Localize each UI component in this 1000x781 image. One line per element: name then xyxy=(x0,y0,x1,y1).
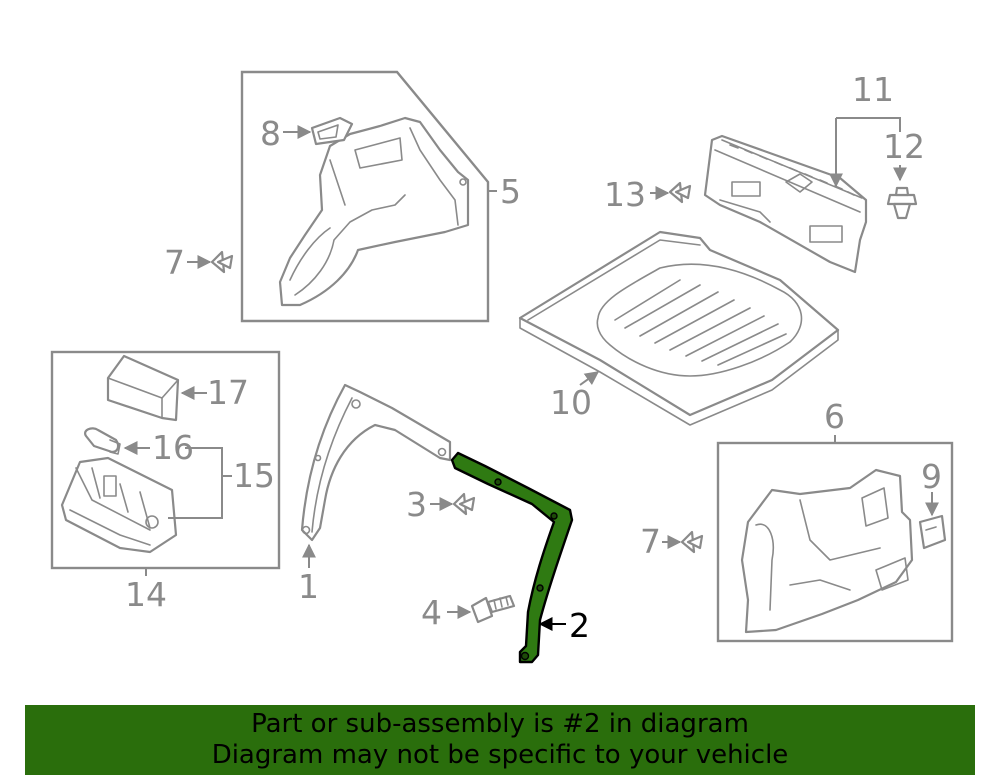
trunk-floor-mat[interactable] xyxy=(518,230,840,426)
push-pin-fastener[interactable] xyxy=(452,492,476,516)
group-box-14 xyxy=(50,350,281,570)
callout-4: 4 xyxy=(421,593,442,632)
callout-12: 12 xyxy=(883,127,925,166)
banner-line-2: Diagram may not be specific to your vehi… xyxy=(211,740,789,770)
bolt[interactable] xyxy=(470,594,516,624)
push-pin-fastener[interactable] xyxy=(680,530,704,554)
small-cover-clip[interactable] xyxy=(310,116,354,146)
lamp-housing[interactable] xyxy=(60,456,178,554)
callout-6: 6 xyxy=(824,397,845,436)
info-banner: Part or sub-assembly is #2 in diagram Di… xyxy=(25,705,975,775)
callout-7-left: 7 xyxy=(164,243,185,282)
callout-15: 15 xyxy=(233,456,275,495)
banner-line-1: Part or sub-assembly is #2 in diagram xyxy=(251,709,749,739)
callout-3: 3 xyxy=(406,485,427,524)
wheelhouse-trim[interactable] xyxy=(300,383,452,542)
callout-1: 1 xyxy=(298,567,319,606)
callout-5: 5 xyxy=(500,172,521,211)
callout-7-right: 7 xyxy=(640,522,661,561)
callout-13: 13 xyxy=(604,175,646,214)
retainer-clip[interactable] xyxy=(886,186,918,220)
callout-10: 10 xyxy=(550,383,592,422)
push-pin-fastener[interactable] xyxy=(210,250,234,274)
callout-2: 2 xyxy=(569,606,590,645)
lamp-bulb[interactable] xyxy=(84,427,121,455)
callout-17: 17 xyxy=(207,373,249,412)
callout-8: 8 xyxy=(260,114,281,153)
push-pin-fastener[interactable] xyxy=(668,181,692,204)
callout-9: 9 xyxy=(921,457,942,496)
quarter-trim-panel[interactable] xyxy=(278,116,470,307)
lamp-cover[interactable] xyxy=(106,354,180,422)
lower-quarter-trim[interactable] xyxy=(740,468,914,634)
callout-14: 14 xyxy=(125,575,167,614)
callout-11: 11 xyxy=(852,70,894,109)
group-box-5 xyxy=(240,70,490,323)
rear-panel-trim[interactable] xyxy=(703,134,868,274)
highlighted-part-2[interactable] xyxy=(450,451,574,664)
trim-clip[interactable] xyxy=(918,514,947,550)
callout-16: 16 xyxy=(152,428,194,467)
